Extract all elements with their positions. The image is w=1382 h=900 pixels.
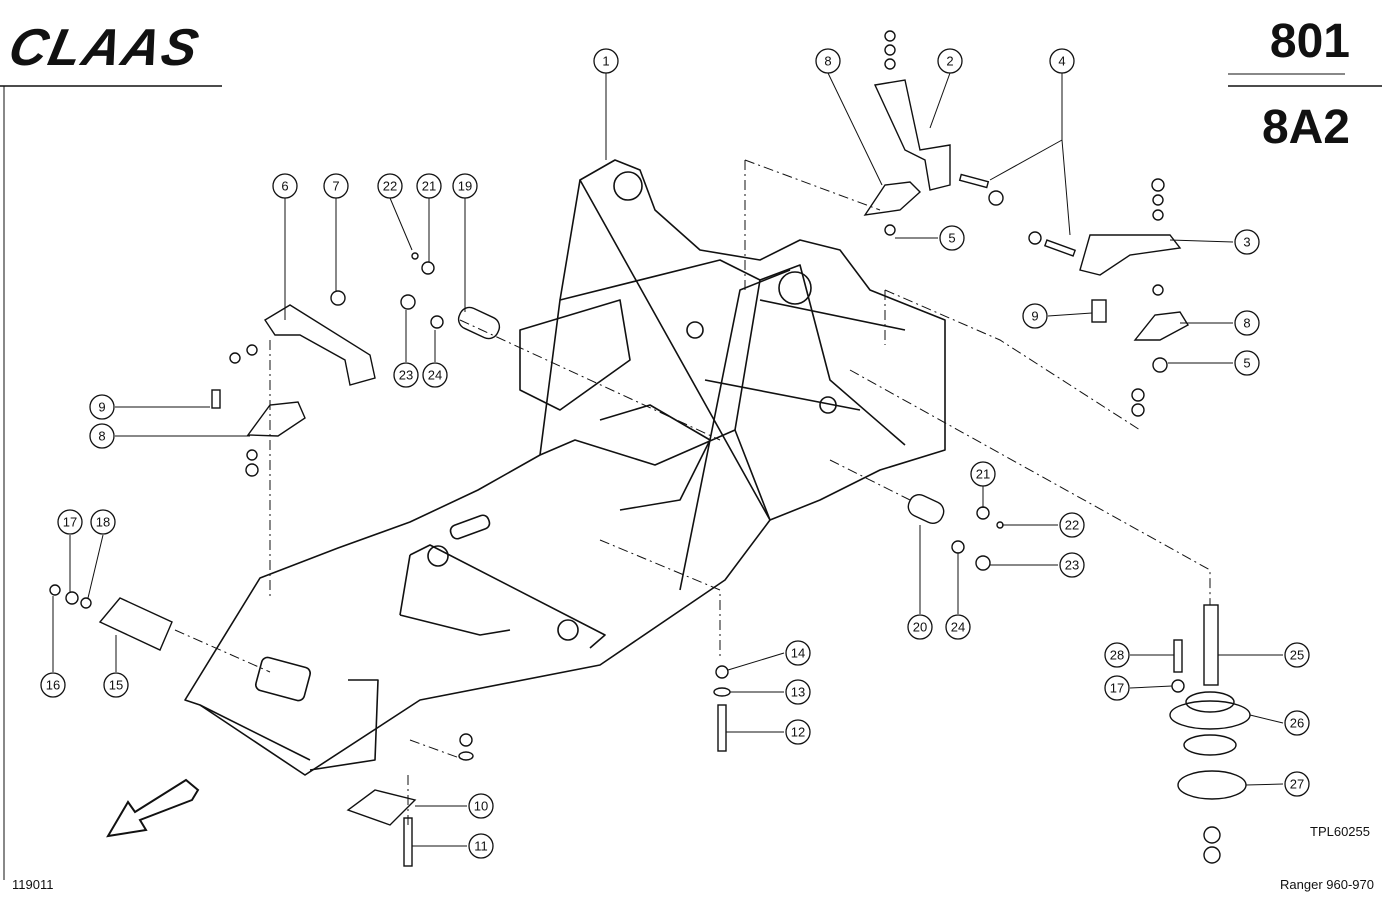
bracket-part-3: [1028, 178, 1189, 417]
callout-18: 18: [96, 515, 110, 530]
callout-3: 3: [1243, 235, 1250, 250]
callout-14: 14: [791, 646, 805, 661]
callout-15: 15: [109, 678, 123, 693]
callout-17-right: 17: [1110, 681, 1124, 696]
cover-part-15: [49, 584, 173, 651]
page-code: 8A2: [1261, 101, 1350, 154]
callout-12: 12: [791, 725, 805, 740]
callout-8-top: 8: [824, 54, 831, 69]
direction-arrow-icon: [106, 778, 200, 838]
callout-20: 20: [913, 620, 927, 635]
callout-22-right: 22: [1065, 518, 1079, 533]
drawing-number: 119011: [12, 877, 54, 892]
callout-22-left: 22: [383, 179, 397, 194]
callout-labels: 1 2 3 4 5 5 6 7 8 8 8 9 9 10 11 12 13 14…: [46, 54, 1304, 854]
reference-code: TPL60255: [1310, 824, 1370, 839]
callout-16: 16: [46, 678, 60, 693]
callout-11: 11: [474, 839, 488, 854]
callout-24-left: 24: [428, 368, 442, 383]
callout-10: 10: [474, 799, 488, 814]
callout-23-right: 23: [1065, 558, 1079, 573]
callout-circles: [40, 48, 1310, 859]
callout-1: 1: [602, 54, 609, 69]
callout-26: 26: [1290, 716, 1304, 731]
callout-25: 25: [1290, 648, 1304, 663]
callout-8-left: 8: [98, 429, 105, 444]
callout-21-left: 21: [422, 179, 436, 194]
model-range: Ranger 960-970: [1280, 877, 1374, 892]
callout-5-upper: 5: [948, 231, 955, 246]
callout-27: 27: [1290, 777, 1304, 792]
bracket-part-6: [211, 290, 376, 477]
callout-24-right: 24: [951, 620, 965, 635]
callout-17-left: 17: [63, 515, 77, 530]
pin-hardware: [400, 252, 1004, 571]
callout-19: 19: [458, 179, 472, 194]
callout-7: 7: [332, 179, 339, 194]
engine-mount-assembly: [1169, 604, 1251, 864]
callout-2: 2: [946, 54, 953, 69]
main-frame: [184, 159, 946, 776]
callout-13: 13: [791, 685, 805, 700]
callout-4: 4: [1058, 54, 1065, 69]
lower-fasteners: [346, 665, 731, 867]
callout-6: 6: [281, 179, 288, 194]
callout-5-right: 5: [1243, 356, 1250, 371]
callout-8-right: 8: [1243, 316, 1250, 331]
callout-9-left: 9: [98, 400, 105, 415]
callout-23-left: 23: [399, 368, 413, 383]
bracket-part-2: [863, 30, 1004, 236]
callout-21-right: 21: [976, 467, 990, 482]
group-code: 801: [1269, 15, 1350, 68]
assembly-guide-lines: [174, 159, 1211, 825]
callout-9-right: 9: [1031, 309, 1038, 324]
leader-lines: [52, 72, 1284, 847]
callout-28: 28: [1110, 648, 1124, 663]
